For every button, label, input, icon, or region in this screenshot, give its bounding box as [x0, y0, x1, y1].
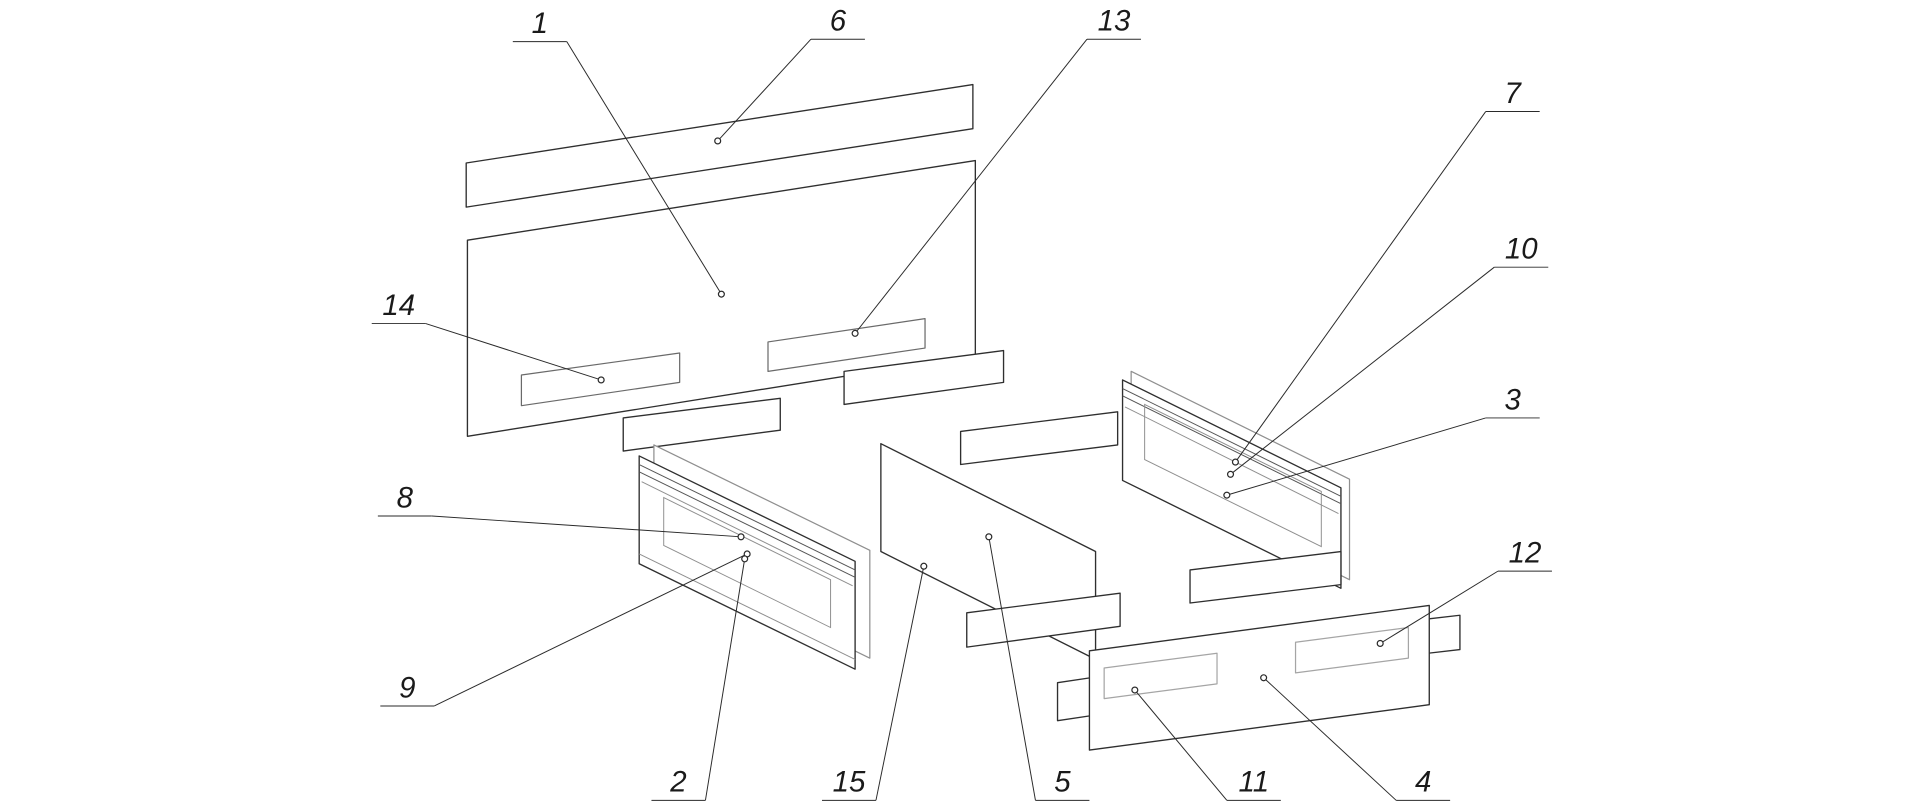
leader-dot: [1376, 639, 1384, 647]
left-front-panel-layer-line-1: [638, 464, 856, 571]
leader-line: [717, 38, 812, 142]
part-number-text: 11: [1239, 766, 1270, 799]
lower-middle-rail: [966, 592, 1121, 648]
left-front-panel-layer-line-2: [638, 471, 856, 578]
leader-line: [854, 38, 1088, 334]
left-front-panel-layer-line-3: [641, 481, 853, 587]
leader-line: [431, 515, 742, 538]
part-label-8: 8: [377, 481, 745, 541]
leader-dot: [1231, 458, 1239, 466]
leader-line: [704, 558, 746, 801]
leader-dot: [920, 562, 928, 570]
leader-line: [1226, 417, 1486, 496]
part-number-text: 2: [669, 766, 686, 799]
part-number-text: 3: [1505, 383, 1522, 416]
part-label-4: 4: [1260, 674, 1451, 801]
leader-dot: [1223, 491, 1231, 499]
leader-dot: [1260, 674, 1268, 682]
part-label-15: 15: [821, 562, 928, 801]
part-label-9: 9: [380, 550, 751, 707]
right-box-top-rail: [959, 411, 1119, 466]
part-label-12: 12: [1376, 537, 1552, 647]
left-front-panel-bottom-line: [638, 553, 856, 660]
left-front-panel-outer: [638, 455, 856, 670]
leader-dot: [737, 533, 745, 541]
right-side-panel-outer: [1121, 379, 1342, 589]
part-label-6: 6: [714, 5, 865, 145]
part-number-text: 8: [397, 481, 414, 514]
leader-dot: [1131, 686, 1139, 694]
bottom-panel-cutout-right: [1294, 626, 1410, 674]
leader-line: [425, 323, 602, 381]
part-label-11: 11: [1131, 686, 1281, 801]
leader-dot: [985, 533, 993, 541]
part-label-14: 14: [371, 289, 605, 384]
right-box-bottom-rail: [1189, 550, 1342, 604]
leader-line: [434, 553, 748, 707]
part-label-3: 3: [1223, 383, 1540, 499]
right-side-panel-layer-line-1: [1122, 388, 1342, 497]
part-label-1: 1: [512, 7, 725, 298]
leader-line: [1134, 689, 1228, 801]
part-number-text: 5: [1054, 766, 1071, 799]
part-number-text: 13: [1098, 5, 1131, 38]
leaders-layer: 1 6 13 7 10 3 14 8 9 12 2 15 5 11 4: [371, 5, 1552, 801]
leader-dot: [851, 329, 859, 337]
right-side-panel-layer-line-3: [1124, 406, 1339, 514]
bottom-panel-cutout-left: [1103, 652, 1218, 700]
part-number-text: 15: [833, 766, 866, 799]
leader-line: [1230, 266, 1495, 475]
upper-rail-right: [843, 349, 1005, 406]
part-number-text: 9: [399, 671, 415, 704]
leader-line: [1235, 111, 1487, 463]
part-number-text: 14: [382, 289, 415, 322]
part-label-13: 13: [851, 5, 1141, 337]
leader-dot: [717, 290, 725, 298]
part-label-5: 5: [985, 533, 1090, 801]
leader-line: [566, 41, 722, 295]
part-label-2: 2: [651, 555, 749, 801]
part-number-text: 12: [1509, 537, 1542, 570]
left-front-panel-inner-frame: [663, 496, 832, 629]
bottom-panel-tab-left: [1056, 677, 1092, 722]
part-number-text: 6: [830, 5, 847, 38]
leader-dot: [714, 137, 722, 145]
right-side-panel-layer-line-2: [1122, 395, 1342, 505]
part-label-10: 10: [1226, 233, 1549, 478]
part-number-text: 1: [532, 7, 548, 40]
leader-dot: [741, 555, 749, 563]
bottom-panel-tab-right: [1427, 614, 1461, 654]
right-side-panel-inner-frame: [1144, 403, 1322, 548]
leader-line: [988, 536, 1036, 801]
back-panel-cutout-right: [767, 318, 926, 372]
top-rail-panel: [465, 83, 974, 208]
leader-dot: [1226, 470, 1235, 478]
part-number-text: 10: [1505, 233, 1538, 266]
part-number-text: 7: [1505, 77, 1523, 110]
leader-line: [1379, 570, 1499, 644]
upper-rail-left: [622, 397, 781, 452]
leader-dot: [597, 376, 605, 384]
leader-line: [875, 566, 925, 801]
part-number-text: 4: [1415, 766, 1431, 799]
leader-line: [1263, 677, 1397, 801]
part-label-7: 7: [1231, 77, 1540, 466]
